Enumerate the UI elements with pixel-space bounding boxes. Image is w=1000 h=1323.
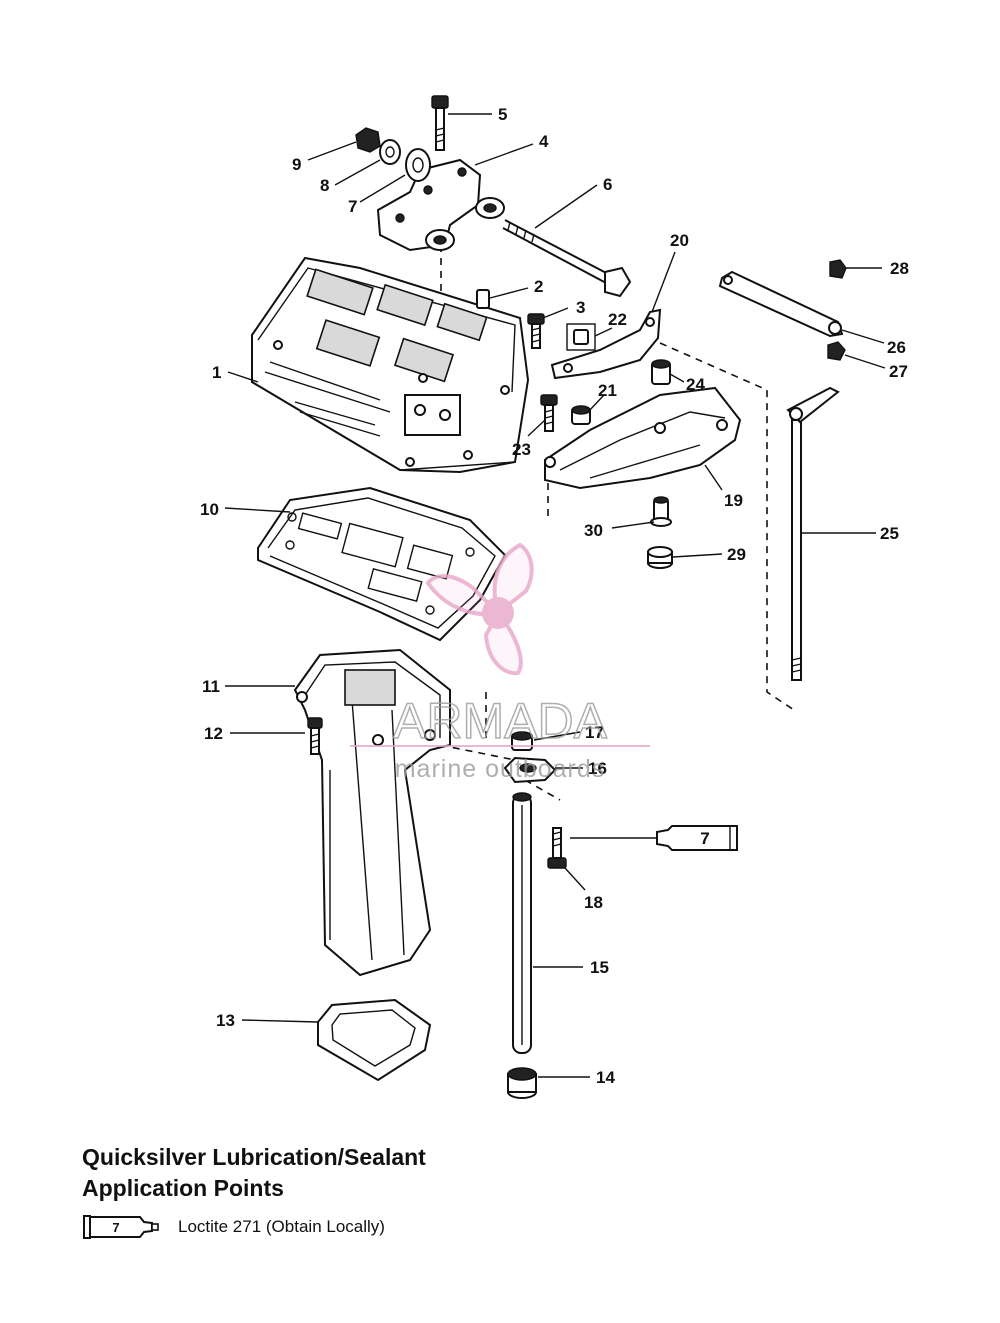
- label-part-6: 6: [603, 175, 612, 194]
- label-part-12: 12: [204, 724, 223, 743]
- clip-22: [566, 323, 596, 351]
- screw-18: [547, 827, 567, 869]
- label-part-9: 9: [292, 155, 301, 174]
- label-part-18: 18: [584, 893, 603, 912]
- adapter-plate: [251, 256, 530, 474]
- label-part-14: 14: [596, 1068, 615, 1087]
- bolt-23: [540, 394, 558, 432]
- label-part-15: 15: [590, 958, 609, 977]
- label-part-24: 24: [686, 375, 705, 394]
- label-part-19: 19: [724, 491, 743, 510]
- nut-27: [827, 341, 846, 361]
- label-part-2: 2: [534, 277, 543, 296]
- driveshaft-housing: [293, 648, 451, 977]
- label-part-17: 17: [585, 723, 604, 742]
- label-part-5: 5: [498, 105, 507, 124]
- mounting-bracket: [376, 158, 505, 252]
- part-number-labels: 1 2 3 4 5 6 7 8 9 10 11 12 13 14 15 16 1…: [200, 105, 909, 1087]
- label-part-25: 25: [880, 524, 899, 543]
- label-part-27: 27: [889, 362, 908, 381]
- label-part-29: 29: [727, 545, 746, 564]
- label-part-3: 3: [576, 298, 585, 317]
- sealant-tube-number: 7: [700, 829, 709, 848]
- label-part-8: 8: [320, 176, 329, 195]
- leader-lines: [224, 113, 886, 1078]
- label-part-28: 28: [890, 259, 909, 278]
- cap-29: [647, 546, 673, 569]
- label-part-23: 23: [512, 440, 531, 459]
- label-part-10: 10: [200, 500, 219, 519]
- bolt-5: [431, 95, 449, 151]
- label-part-22: 22: [608, 310, 627, 329]
- sealant-legend: Quicksilver Lubrication/Sealant Applicat…: [82, 1142, 682, 1240]
- link-plate: [550, 308, 662, 380]
- gasket: [257, 486, 507, 642]
- label-part-30: 30: [584, 521, 603, 540]
- washer-8: [379, 139, 401, 165]
- label-part-1: 1: [212, 363, 221, 382]
- label-part-11: 11: [202, 677, 220, 696]
- sealant-tube-callout: 7: [570, 825, 738, 851]
- shift-rod: [786, 386, 840, 681]
- label-part-16: 16: [588, 759, 607, 778]
- label-part-13: 13: [216, 1011, 235, 1030]
- dowel-pin: [476, 289, 490, 309]
- nut-28: [829, 259, 847, 279]
- label-part-4: 4: [539, 132, 549, 151]
- bottom-seal: [317, 998, 432, 1082]
- exploded-parts-diagram: 7 1 2 3 4: [200, 95, 909, 1099]
- long-bolt: [502, 219, 632, 298]
- legend-tube-number: 7: [112, 1220, 119, 1235]
- shift-lever: [718, 270, 844, 338]
- legend-title-line2: Application Points: [82, 1175, 284, 1201]
- sleeve-30: [650, 496, 672, 527]
- legend-title-line1: Quicksilver Lubrication/Sealant: [82, 1144, 426, 1170]
- watermark: ARMADA marine outboards: [350, 542, 650, 783]
- propeller-logo: [425, 542, 534, 676]
- label-part-20: 20: [670, 231, 689, 250]
- label-part-7: 7: [348, 197, 357, 216]
- nut-9: [355, 127, 381, 153]
- legend-item: 7 Loctite 271 (Obtain Locally): [82, 1214, 682, 1240]
- watermark-tagline: marine outboards: [395, 755, 606, 783]
- label-part-26: 26: [887, 338, 906, 357]
- bolt-12: [307, 717, 323, 755]
- grommet: [507, 1067, 537, 1099]
- washer-7: [405, 148, 431, 182]
- legend-item-text: Loctite 271 (Obtain Locally): [178, 1217, 385, 1236]
- sleeve-24: [651, 359, 671, 385]
- bushing-21: [571, 405, 591, 425]
- pivot-bracket: [503, 756, 557, 784]
- sealant-tube-icon: 7: [83, 1215, 159, 1239]
- shaft-tube: [512, 792, 532, 1054]
- bolt-3: [527, 313, 545, 349]
- lever-cover: [544, 386, 742, 490]
- label-part-21: 21: [598, 381, 617, 400]
- watermark-brand: ARMADA: [393, 693, 608, 749]
